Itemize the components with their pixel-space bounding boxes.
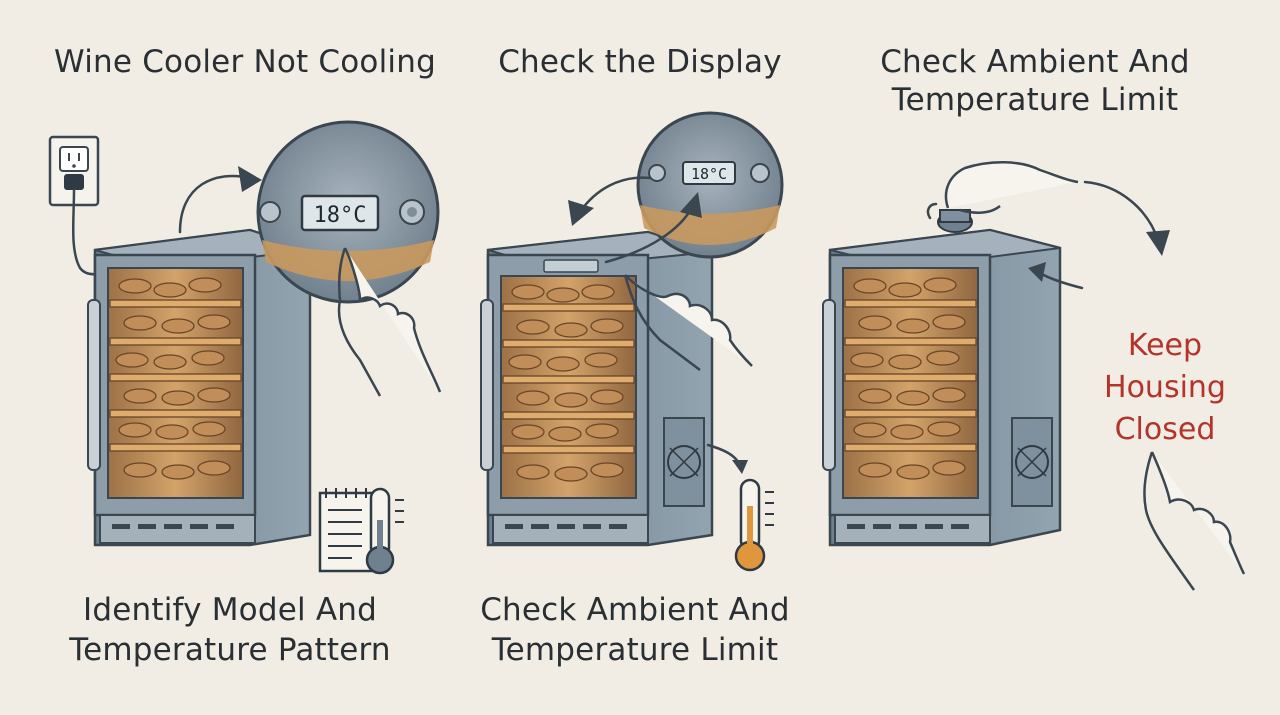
fan-grille-icon [663, 417, 705, 507]
panel3-title-line1: Check Ambient And [880, 44, 1190, 80]
panel3-title-line2: Temperature Limit [891, 82, 1179, 118]
pointing-hand-icon [624, 274, 753, 367]
display-reading-panel1: 18°C [314, 203, 367, 228]
curved-arrow-icon [178, 174, 252, 234]
thermometer-icon [365, 487, 404, 575]
warning-line2: Housing [1104, 370, 1226, 405]
thermometer-icon [734, 478, 774, 572]
curved-arrow-icon [1083, 180, 1160, 242]
wine-cooler-panel3 [822, 228, 1062, 547]
warning-line3: Closed [1114, 412, 1216, 447]
display-zoom-panel1 [256, 120, 440, 304]
panel2-title: Check the Display [498, 44, 782, 80]
panel1-caption-line2: Temperature Pattern [69, 632, 391, 668]
pointing-hand-icon [343, 247, 442, 393]
panel1-title: Wine Cooler Not Cooling [54, 44, 436, 80]
checklist-icon [318, 488, 377, 573]
pointing-hand-icon [944, 160, 1079, 209]
pointing-hand-icon [1150, 451, 1246, 575]
display-reading-panel2: 18°C [691, 165, 727, 183]
display-zoom-panel2 [636, 111, 784, 259]
wine-cooler-panel1 [87, 228, 312, 547]
panel2-caption-line2: Temperature Limit [491, 632, 779, 668]
fan-grille-icon [1011, 417, 1053, 507]
adjust-knob-icon [926, 202, 973, 233]
panel1-caption-line1: Identify Model And [83, 592, 377, 628]
wine-cooler-panel2 [480, 230, 714, 547]
panel2-caption-line1: Check Ambient And [480, 592, 790, 628]
warning-line1: Keep [1127, 328, 1203, 363]
